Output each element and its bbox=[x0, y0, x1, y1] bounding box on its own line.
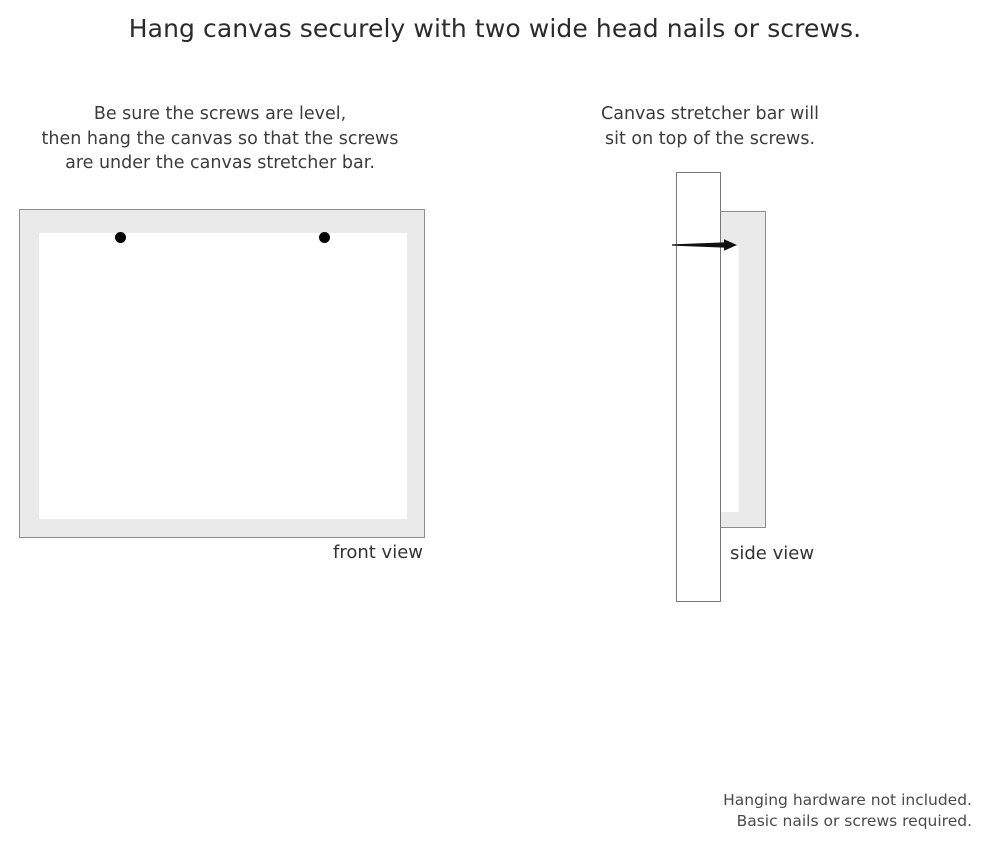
nail-icon bbox=[672, 239, 737, 251]
side-view-canvas-surface bbox=[721, 246, 739, 512]
front-view-canvas-surface bbox=[39, 233, 407, 519]
front-view-canvas-frame bbox=[19, 209, 425, 538]
side-view-label: side view bbox=[730, 543, 815, 564]
side-view-caption: Canvas stretcher bar will sit on top of … bbox=[601, 104, 819, 149]
screw-head-left-icon bbox=[115, 232, 126, 243]
footer-disclaimer: Hanging hardware not included. Basic nai… bbox=[723, 791, 972, 830]
screw-head-right-icon bbox=[319, 232, 330, 243]
front-view-caption: Be sure the screws are level, then hang … bbox=[41, 104, 399, 173]
page-title: Hang canvas securely with two wide head … bbox=[128, 14, 862, 43]
front-view-label: front view bbox=[333, 542, 423, 563]
